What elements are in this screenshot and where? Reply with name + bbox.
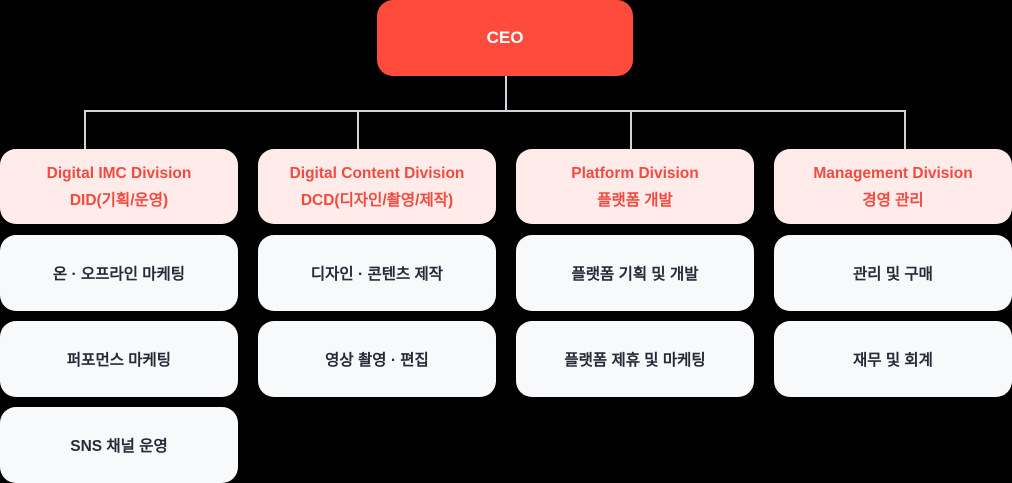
division-item: 온 · 오프라인 마케팅	[0, 235, 238, 311]
division-digital-imc: Digital IMC Division DID(기획/운영)	[0, 149, 238, 224]
connector-horizontal	[84, 110, 906, 112]
ceo-label: CEO	[486, 28, 524, 47]
division-title: Platform Division	[571, 164, 699, 182]
division-platform: Platform Division 플랫폼 개발	[516, 149, 754, 224]
division-subtitle: 경영 관리	[862, 191, 924, 209]
division-title: Digital IMC Division	[46, 164, 192, 182]
item-label: 퍼포먼스 마케팅	[66, 352, 172, 369]
division-digital-content: Digital Content Division DCD(디자인/촬영/제작)	[258, 149, 496, 224]
division-item: SNS 채널 운영	[0, 407, 238, 483]
item-label: 플랫폼 기획 및 개발	[571, 266, 699, 283]
item-label: SNS 채널 운영	[70, 438, 168, 455]
division-item: 재무 및 회계	[774, 321, 1012, 397]
division-management: Management Division 경영 관리	[774, 149, 1012, 224]
division-item: 영상 촬영 · 편집	[258, 321, 496, 397]
item-label: 디자인 · 콘텐츠 제작	[310, 266, 444, 283]
division-subtitle: DCD(디자인/촬영/제작)	[300, 191, 454, 209]
ceo-node: CEO	[377, 0, 633, 76]
connector-division-4	[904, 110, 906, 149]
division-item: 퍼포먼스 마케팅	[0, 321, 238, 397]
connector-division-2	[357, 110, 359, 149]
connector-ceo-down	[505, 76, 507, 112]
division-subtitle: 플랫폼 개발	[597, 191, 673, 209]
division-subtitle: DID(기획/운영)	[69, 191, 169, 209]
division-item: 디자인 · 콘텐츠 제작	[258, 235, 496, 311]
item-label: 온 · 오프라인 마케팅	[52, 266, 186, 283]
division-item: 플랫폼 제휴 및 마케팅	[516, 321, 754, 397]
item-label: 영상 촬영 · 편집	[325, 352, 429, 369]
division-title: Digital Content Division	[289, 164, 465, 182]
item-label: 플랫폼 제휴 및 마케팅	[564, 352, 706, 369]
division-item: 플랫폼 기획 및 개발	[516, 235, 754, 311]
division-title: Management Division	[813, 164, 973, 182]
connector-division-1	[84, 110, 86, 149]
connector-division-3	[630, 110, 632, 149]
item-label: 관리 및 구매	[853, 266, 933, 283]
division-item: 관리 및 구매	[774, 235, 1012, 311]
item-label: 재무 및 회계	[853, 352, 933, 369]
